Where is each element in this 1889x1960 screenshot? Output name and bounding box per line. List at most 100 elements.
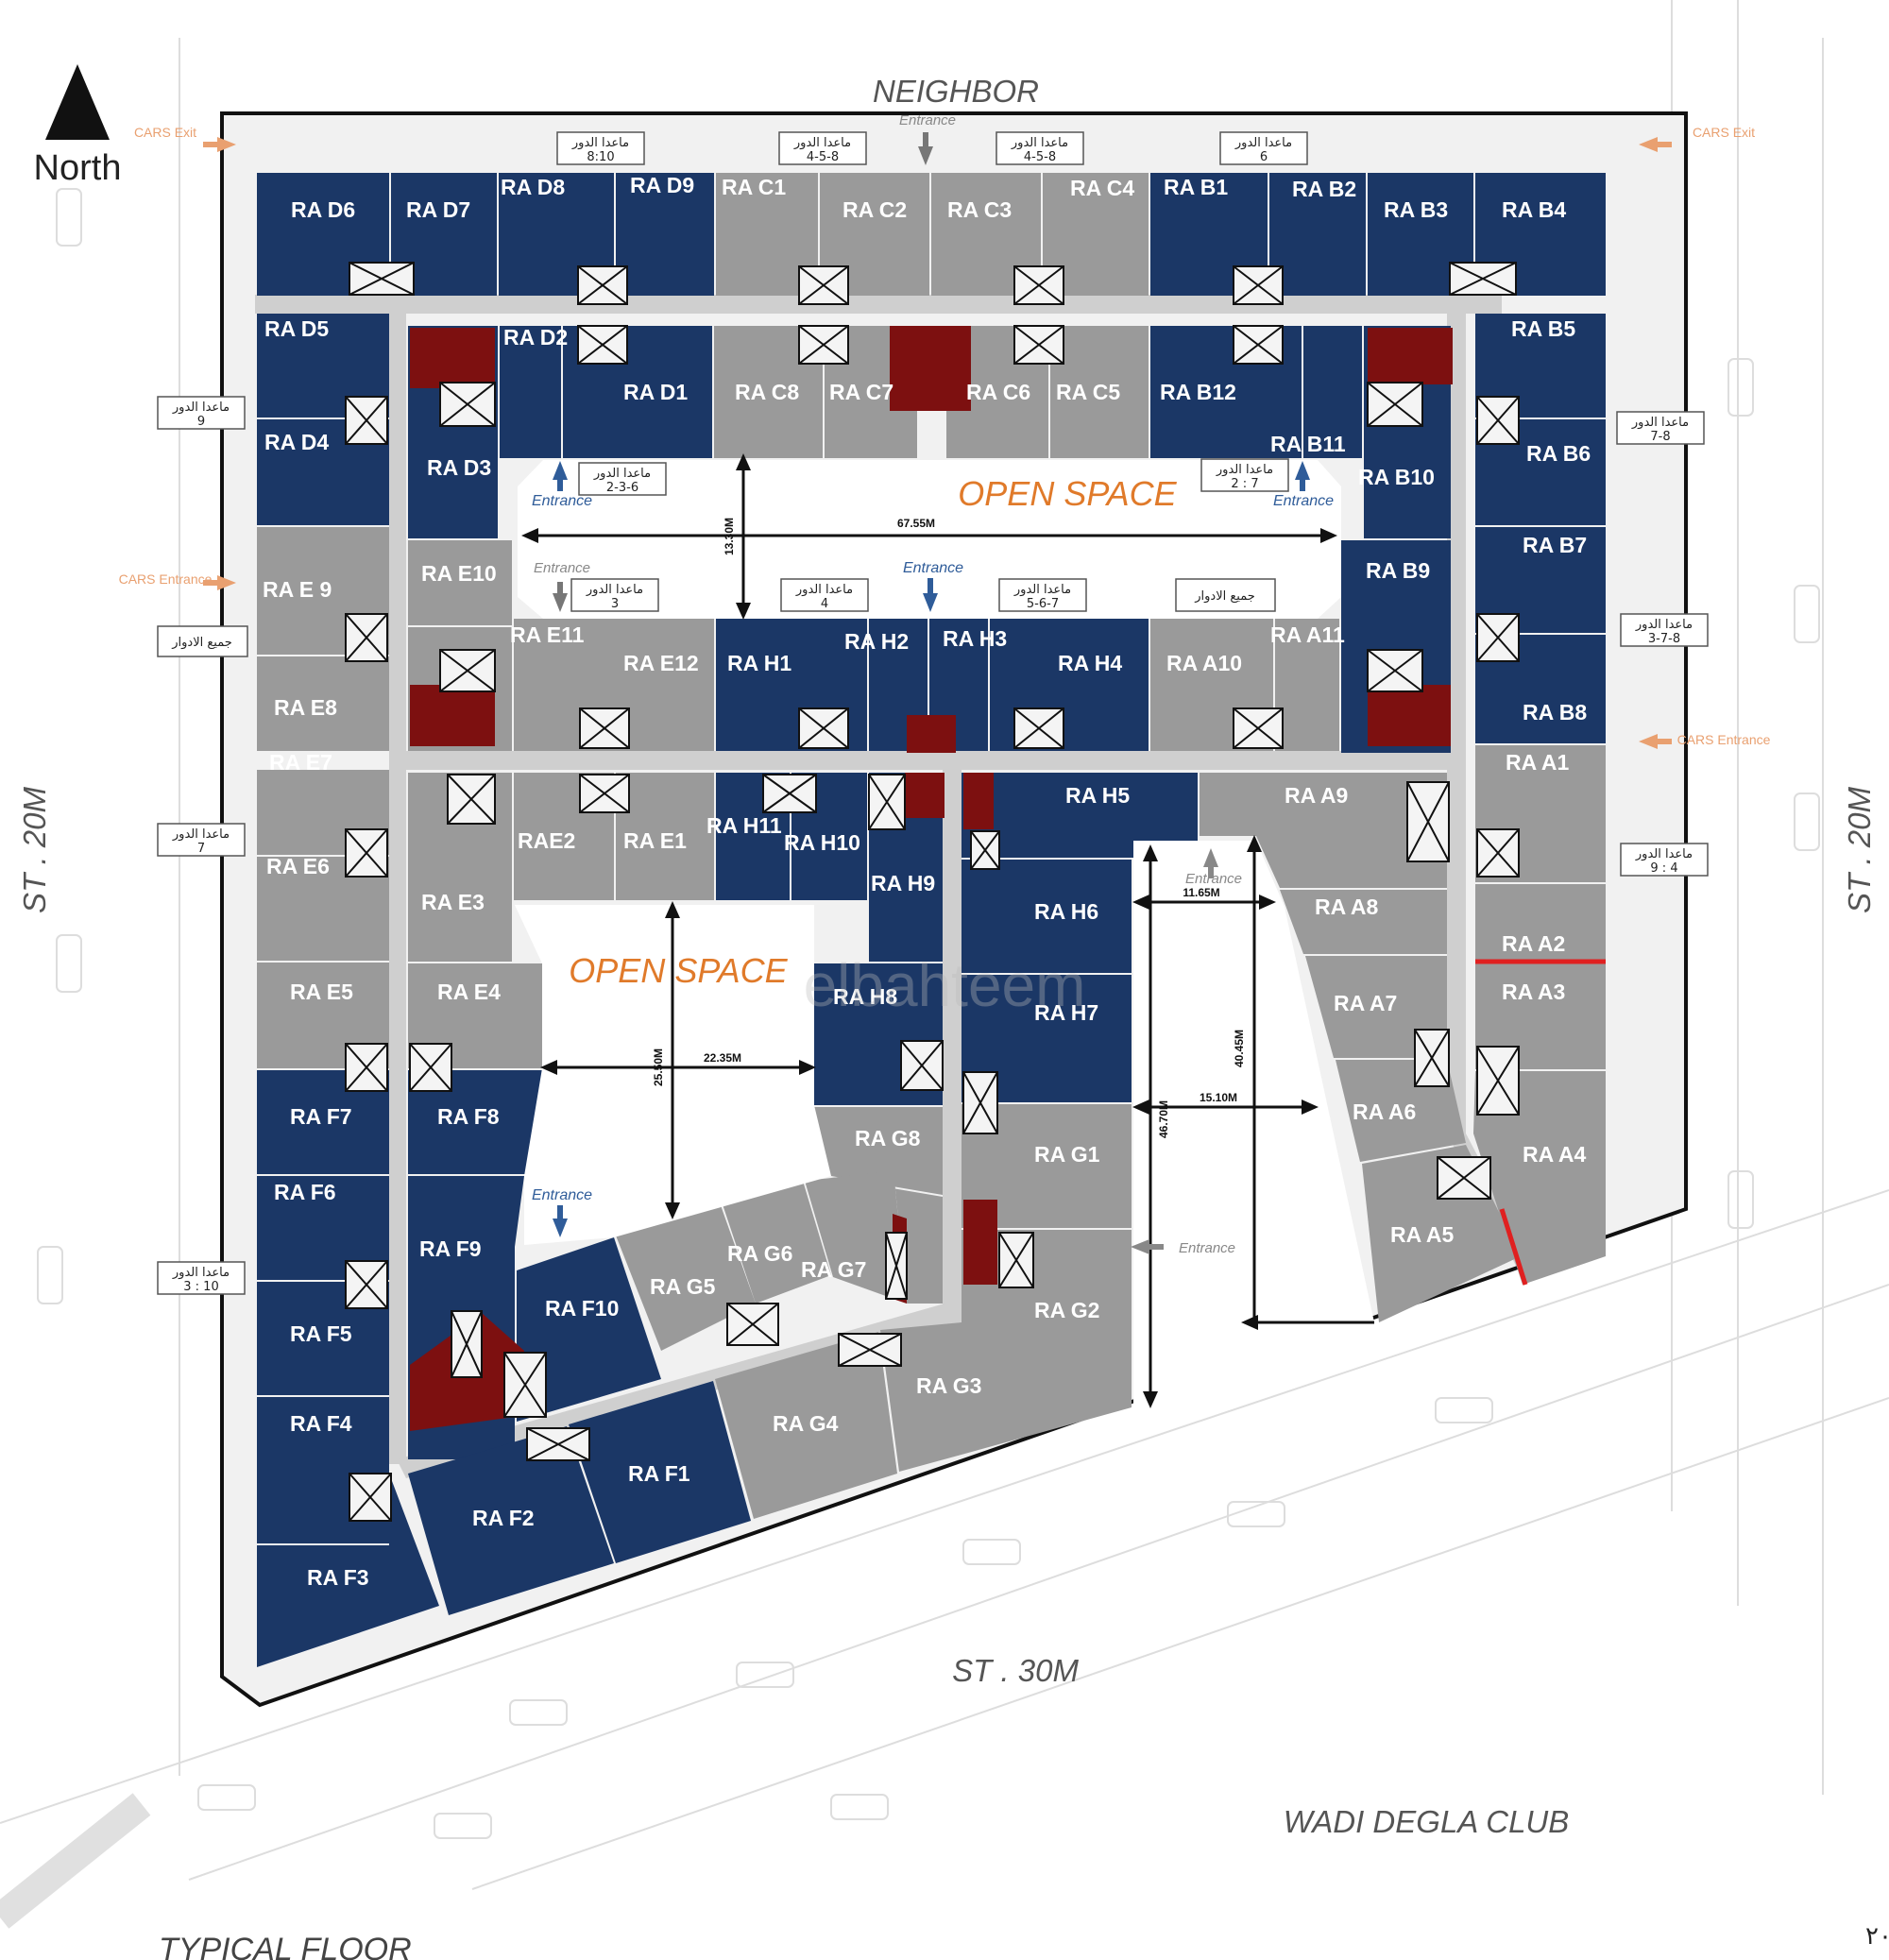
unit-a9 bbox=[1200, 773, 1447, 888]
dim-north-width: 67.55M bbox=[897, 517, 935, 530]
north-label: North bbox=[34, 148, 122, 188]
unit-label: RA H2 bbox=[844, 629, 909, 654]
unit-d2 bbox=[500, 326, 561, 458]
unit-label: RA B9 bbox=[1366, 558, 1430, 583]
open-space-north bbox=[518, 460, 1341, 619]
unit-label: RA F9 bbox=[419, 1236, 482, 1261]
entrance-east-gate-label: Entrance bbox=[1179, 1240, 1235, 1256]
svg-text:4-5-8: 4-5-8 bbox=[807, 150, 839, 164]
unit-label: RA B12 bbox=[1160, 380, 1236, 404]
svg-text:ماعدا الدور: ماعدا الدور bbox=[586, 583, 643, 597]
svg-text:ماعدا الدور: ماعدا الدور bbox=[1635, 847, 1693, 861]
cars-exit-left-label: CARS Exit bbox=[134, 125, 196, 140]
unit-g5 bbox=[616, 1192, 756, 1351]
unit-label: RA B4 bbox=[1502, 197, 1566, 222]
unit-g7 bbox=[805, 1171, 907, 1304]
unit-label: RA G6 bbox=[727, 1241, 792, 1266]
unit-label: RA C8 bbox=[735, 380, 799, 404]
unit-label: RA B3 bbox=[1384, 197, 1448, 222]
svg-text:ماعدا الدور: ماعدا الدور bbox=[1216, 463, 1273, 477]
unit-label: RA C5 bbox=[1056, 380, 1120, 404]
unit-label: RA E12 bbox=[623, 651, 699, 675]
unit-label: RA A11 bbox=[1270, 622, 1345, 647]
grey-filler bbox=[831, 1171, 943, 1304]
unit-c5 bbox=[1050, 326, 1149, 458]
unit-g6 bbox=[718, 1181, 831, 1304]
unit-label: RA A5 bbox=[1390, 1222, 1455, 1247]
unit-label: RA G4 bbox=[773, 1411, 839, 1436]
neighbor-label: NEIGHBOR bbox=[873, 74, 1039, 109]
cars-entrance-left-label: CARS Entrance bbox=[119, 571, 213, 587]
open-space-west-label: OPEN SPACE bbox=[569, 951, 788, 990]
unit-f2 bbox=[408, 1426, 614, 1615]
unit-label: RA H4 bbox=[1058, 651, 1122, 675]
unit-d9 bbox=[616, 173, 714, 296]
dim-west-width: 22.35M bbox=[704, 1051, 741, 1065]
unit-a11 bbox=[1275, 619, 1339, 751]
svg-text:2 : 7: 2 : 7 bbox=[1231, 477, 1258, 491]
svg-text:ماعدا الدور: ماعدا الدور bbox=[1013, 583, 1071, 597]
svg-text:8:10: 8:10 bbox=[587, 150, 614, 164]
svg-text:جميع الادوار: جميع الادوار bbox=[171, 636, 232, 650]
entrance-top-label: Entrance bbox=[899, 112, 956, 128]
unit-label: RA A3 bbox=[1502, 980, 1565, 1004]
unit-label: RA C3 bbox=[947, 197, 1012, 222]
unit-e8 bbox=[257, 656, 389, 751]
unit-label: RA H5 bbox=[1065, 783, 1130, 808]
unit-label: RA D6 bbox=[291, 197, 355, 222]
svg-text:ماعدا الدور: ماعدا الدور bbox=[1631, 416, 1689, 430]
unit-label: RA E3 bbox=[421, 890, 485, 914]
svg-text:3 : 10: 3 : 10 bbox=[183, 1280, 218, 1294]
svg-text:جميع الادوار: جميع الادوار bbox=[1194, 589, 1255, 604]
unit-label: RA B7 bbox=[1523, 533, 1587, 557]
svg-text:7: 7 bbox=[197, 842, 205, 856]
svg-text:4-5-8: 4-5-8 bbox=[1024, 150, 1056, 164]
entrance-arrows bbox=[203, 132, 1672, 1254]
unit-f3 bbox=[257, 1474, 439, 1667]
dim-west-height: 25.50M bbox=[652, 1048, 665, 1086]
unit-label: RA H3 bbox=[943, 626, 1007, 651]
unit-b2 bbox=[1269, 173, 1366, 296]
unit-label: RA C6 bbox=[966, 380, 1030, 404]
unit-label: RA D5 bbox=[264, 316, 329, 341]
unit-g1 bbox=[962, 1104, 1132, 1228]
unit-f1 bbox=[569, 1381, 751, 1563]
unit-g4 bbox=[715, 1332, 897, 1519]
entrance-right-court-label: Entrance bbox=[1273, 493, 1334, 509]
street-south-label: ST . 30M bbox=[952, 1653, 1079, 1688]
cars-exit-right-label: CARS Exit bbox=[1693, 125, 1755, 140]
unit-label: RA E 9 bbox=[263, 577, 332, 602]
unit-label: RA A6 bbox=[1353, 1099, 1416, 1124]
svg-text:7-8: 7-8 bbox=[1650, 430, 1670, 444]
unit-h6 bbox=[962, 860, 1132, 973]
unit-label: RA E8 bbox=[274, 695, 337, 720]
club-label: WADI DEGLA CLUB bbox=[1284, 1804, 1570, 1839]
unit-label: RA E10 bbox=[421, 561, 497, 586]
svg-text:5-6-7: 5-6-7 bbox=[1027, 597, 1059, 611]
unit-label: RA G1 bbox=[1034, 1142, 1100, 1167]
unit-label: RA A9 bbox=[1285, 783, 1348, 808]
unit-label: RA D8 bbox=[501, 175, 565, 199]
svg-text:9: 9 bbox=[197, 415, 205, 429]
unit-labels: RA D6 RA D7 RA D8 RA D9 RA C1 RA C2 RA C… bbox=[263, 173, 1591, 1590]
svg-text:ماعدا الدور: ماعدا الدور bbox=[571, 136, 629, 150]
unit-label: RA F7 bbox=[290, 1104, 352, 1129]
unit-label: RA A2 bbox=[1502, 931, 1565, 956]
unit-label: RA F8 bbox=[437, 1104, 500, 1129]
red-lines bbox=[1475, 959, 1606, 1286]
unit-label: RA D3 bbox=[427, 455, 491, 480]
unit-label: RA C7 bbox=[829, 380, 893, 404]
cars-entrance-right-label: CARS Entrance bbox=[1677, 732, 1771, 747]
dim-east-height: 40.45M bbox=[1233, 1030, 1246, 1067]
watermark: elbahteem bbox=[804, 951, 1086, 1019]
svg-text:ماعدا الدور: ماعدا الدور bbox=[1011, 136, 1068, 150]
unit-label: RA D1 bbox=[623, 380, 688, 404]
unit-label: RA E5 bbox=[290, 980, 353, 1004]
unit-label: RA H6 bbox=[1034, 899, 1098, 924]
unit-label: RA A8 bbox=[1315, 895, 1379, 919]
unit-label: RA F1 bbox=[628, 1461, 690, 1486]
dim-east-long: 46.70M bbox=[1157, 1100, 1170, 1138]
unit-label: RA G3 bbox=[916, 1373, 981, 1398]
